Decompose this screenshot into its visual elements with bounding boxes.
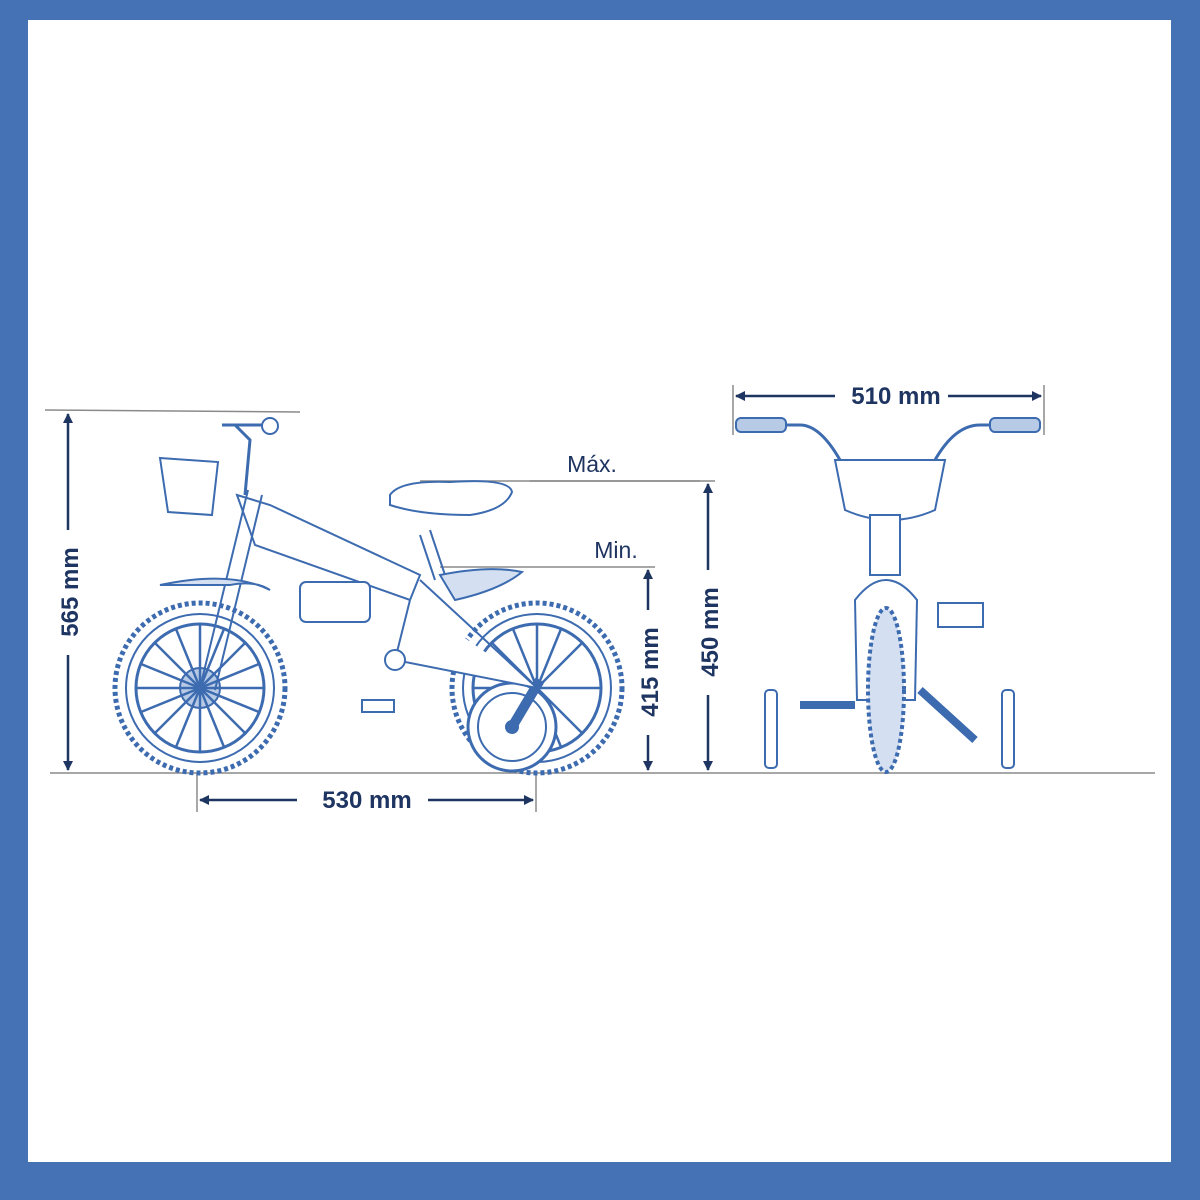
training-wheel <box>466 677 558 773</box>
seat-max-height-label: 450 mm <box>697 587 724 676</box>
seat-min-label: Min. <box>594 537 637 563</box>
seat-max-label: Máx. <box>567 451 617 477</box>
frame <box>158 417 538 713</box>
pedal <box>361 699 395 713</box>
handlebar <box>222 423 270 496</box>
front-fender <box>159 577 271 591</box>
top-height-line <box>44 409 301 413</box>
wheelbase-label: 530 mm <box>322 787 411 814</box>
handlebar-width-label: 510 mm <box>851 383 940 410</box>
head-tube <box>869 514 901 576</box>
basket-front <box>833 459 947 521</box>
right-training-wheel <box>1001 689 1015 769</box>
bike-front-view <box>735 417 1041 774</box>
front-wheel-front-view <box>866 606 906 774</box>
left-grip <box>735 417 787 433</box>
overall-height-label: 565 mm <box>57 547 84 636</box>
pedal-front <box>937 602 984 628</box>
handlebar-front <box>740 423 1040 461</box>
bottle <box>299 581 371 623</box>
rear-fender <box>438 568 525 602</box>
seat <box>389 480 514 517</box>
crank <box>384 649 406 671</box>
training-wheel-arms <box>800 687 978 743</box>
right-grip <box>989 417 1041 433</box>
seat-min-height-label: 415 mm <box>637 627 664 716</box>
diagram-frame <box>28 20 1171 1162</box>
basket <box>158 456 220 517</box>
left-training-wheel <box>764 689 778 769</box>
bike-side-view <box>112 417 625 776</box>
